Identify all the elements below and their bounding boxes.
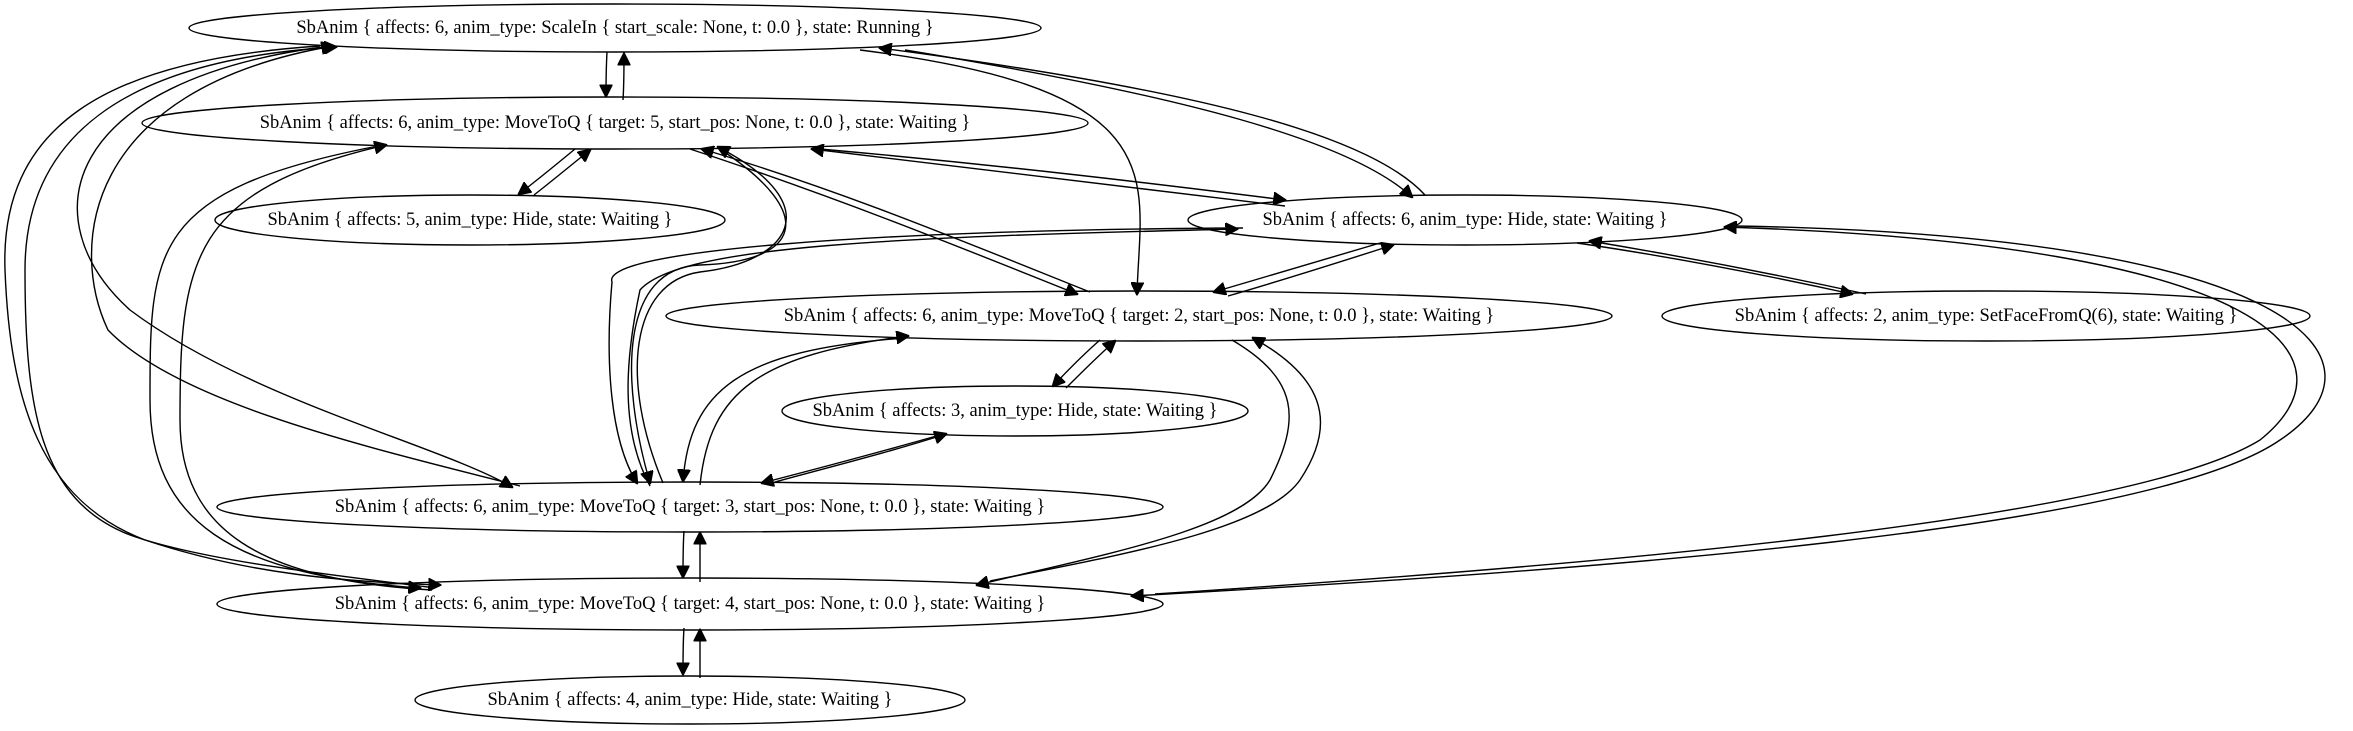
edge-n3-to-n5 [1576,242,1852,294]
node-hide-affects-5: SbAnim { affects: 5, anim_type: Hide, st… [214,194,726,246]
node-label: SbAnim { affects: 2, anim_type: SetFaceF… [1735,306,2238,326]
node-moveto-target-5: SbAnim { affects: 6, anim_type: MoveToQ … [141,96,1089,150]
edge-n3-to-n1 [812,149,1286,207]
node-layer: SbAnim { affects: 6, anim_type: ScaleIn … [141,3,2311,725]
edge-n8-to-n3 [1154,227,2298,595]
edge-n6-to-n4 [1065,341,1115,389]
edge-n7-to-n4 [699,336,908,486]
edge-n2-to-n1 [533,150,590,196]
node-label: SbAnim { affects: 3, anim_type: Hide, st… [812,401,1217,421]
edge-n1-to-n8 [149,145,420,588]
edge-n8-to-n9 [683,627,684,674]
node-label: SbAnim { affects: 4, anim_type: Hide, st… [487,690,892,710]
edge-n4-to-n6 [1053,339,1101,386]
edge-n4-to-n3 [1227,245,1393,297]
edge-n3-to-n4 [1214,242,1381,292]
node-moveto-target-4: SbAnim { affects: 6, anim_type: MoveToQ … [216,577,1164,631]
edge-n0-to-n3 [904,49,1412,197]
node-moveto-target-2: SbAnim { affects: 6, anim_type: MoveToQ … [665,290,1613,342]
edge-n7-to-n0 [90,46,521,487]
edge-n3-to-n7 [608,227,1244,483]
edge-n1-to-n0 [623,54,624,101]
edge-n0-to-n4 [859,49,1140,294]
edge-n0-to-n8 [4,45,440,585]
node-setface-affects-2: SbAnim { affects: 2, anim_type: SetFaceF… [1661,290,2311,342]
edge-n7-to-n6 [774,434,946,483]
node-label: SbAnim { affects: 6, anim_type: MoveToQ … [335,594,1045,614]
edge-n1-to-n3 [819,148,1285,200]
edge-n3-to-n8 [1132,225,2326,596]
node-hide-affects-3: SbAnim { affects: 3, anim_type: Hide, st… [781,385,1249,437]
edge-n4-to-n8 [977,339,1290,585]
node-label: SbAnim { affects: 6, anim_type: MoveToQ … [260,113,970,133]
edge-n4-to-n1 [702,149,1091,293]
edge-n3-to-n0 [880,48,1426,196]
edge-n0-to-n1 [606,51,607,96]
edge-layer [4,45,2326,678]
node-label: SbAnim { affects: 6, anim_type: MoveToQ … [784,306,1494,326]
edge-n8-to-n1 [179,145,433,591]
node-hide-affects-4: SbAnim { affects: 4, anim_type: Hide, st… [414,675,966,725]
edge-n7-to-n8 [683,530,684,577]
edge-n7-to-n1 [636,147,787,484]
edge-n6-to-n7 [762,434,941,483]
edge-n7-to-n3 [627,229,1237,487]
edge-n8-to-n4 [989,338,1322,582]
node-label: SbAnim { affects: 5, anim_type: Hide, st… [267,210,672,230]
node-hide-affects-6: SbAnim { affects: 6, anim_type: Hide, st… [1187,194,1743,246]
node-label: SbAnim { affects: 6, anim_type: MoveToQ … [335,497,1045,517]
edge-n1-to-n4 [689,148,1077,294]
node-label: SbAnim { affects: 6, anim_type: Hide, st… [1262,210,1667,230]
node-label: SbAnim { affects: 6, anim_type: ScaleIn … [296,18,933,38]
edge-n4-to-n7 [683,337,906,481]
edge-n1-to-n2 [519,148,576,194]
edge-n5-to-n3 [1590,241,1867,295]
edge-n0-to-n7 [76,45,512,487]
edge-n1-to-n7 [630,148,787,483]
edge-n8-to-n0 [24,47,429,588]
node-scalein-running: SbAnim { affects: 6, anim_type: ScaleIn … [188,3,1042,53]
node-moveto-target-3: SbAnim { affects: 6, anim_type: MoveToQ … [216,481,1164,533]
